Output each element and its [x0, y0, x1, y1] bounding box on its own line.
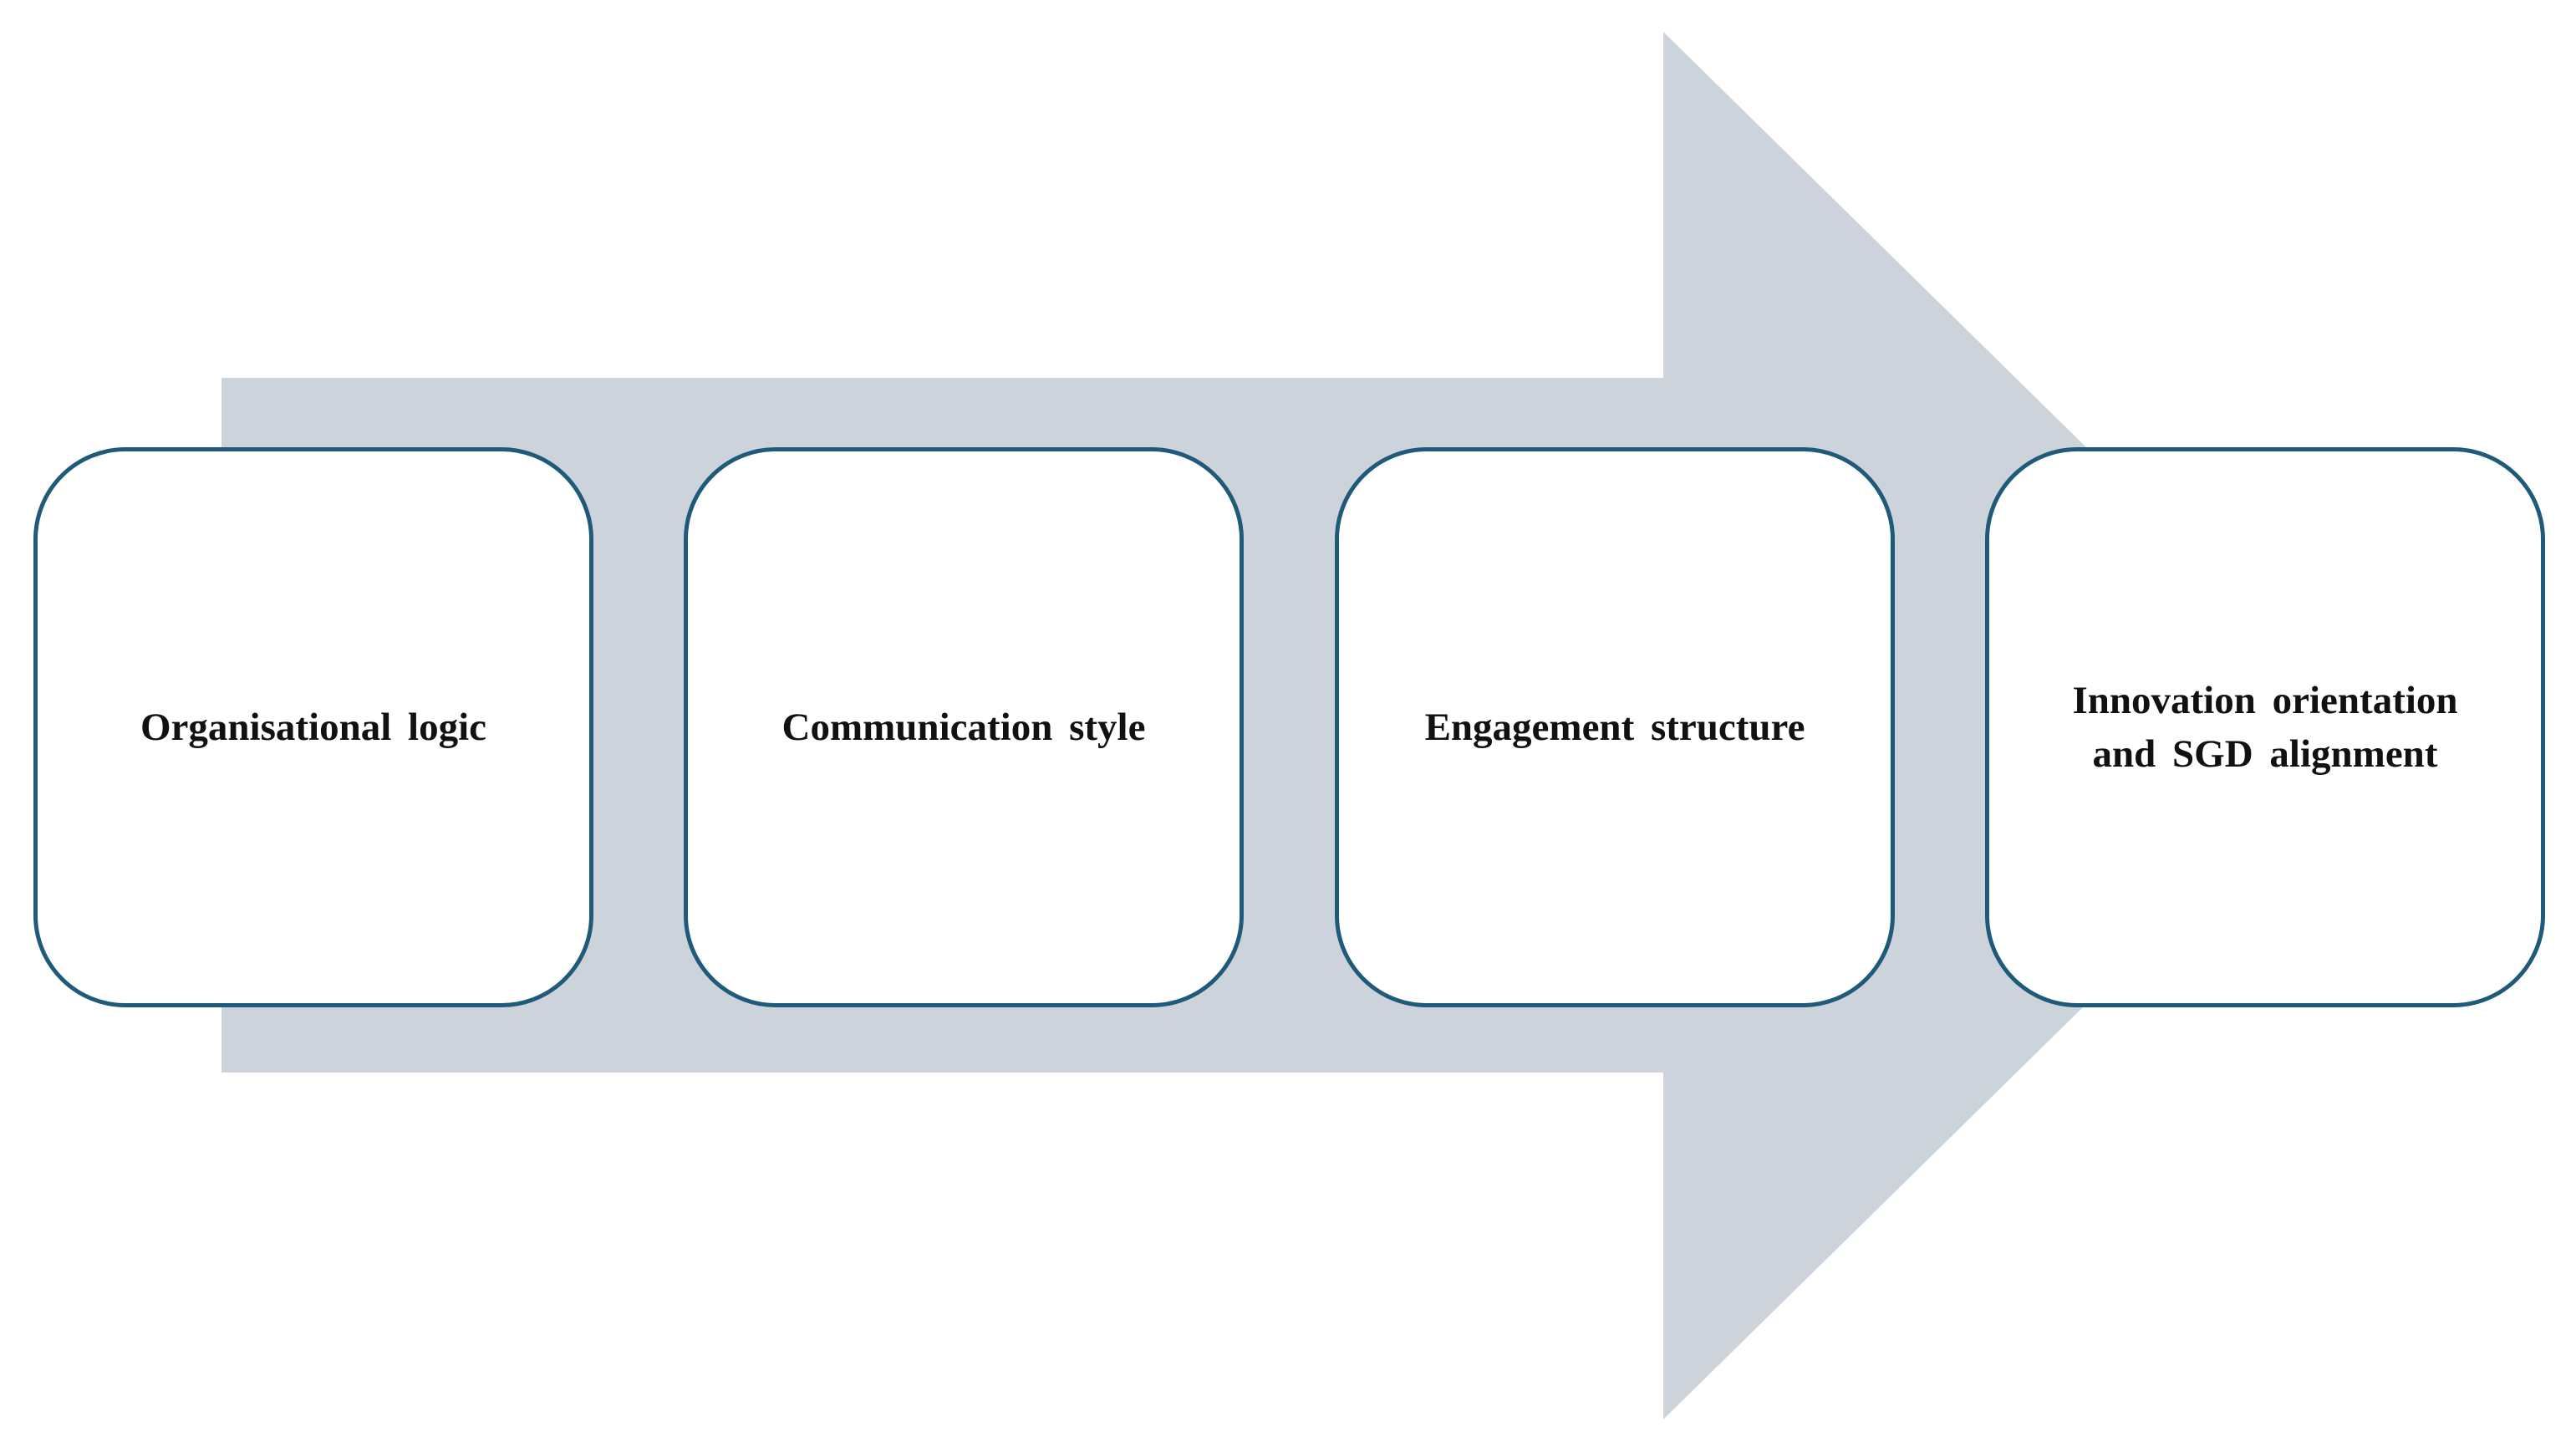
- step-box-engagement-structure: Engagement structure: [1335, 447, 1895, 1007]
- step-box-communication-style: Communication style: [684, 447, 1244, 1007]
- step-box-organisational-logic: Organisational logic: [33, 447, 593, 1007]
- step-label: Engagement structure: [1424, 706, 1805, 749]
- step-box-innovation-orientation: Innovation orientation and SGD alignment: [1985, 447, 2545, 1007]
- arrow-shape: [221, 32, 2370, 1419]
- step-label: Organisational logic: [140, 706, 487, 749]
- step-label: Communication style: [781, 706, 1146, 749]
- step-label: Innovation orientation and SGD alignment: [2072, 679, 2458, 776]
